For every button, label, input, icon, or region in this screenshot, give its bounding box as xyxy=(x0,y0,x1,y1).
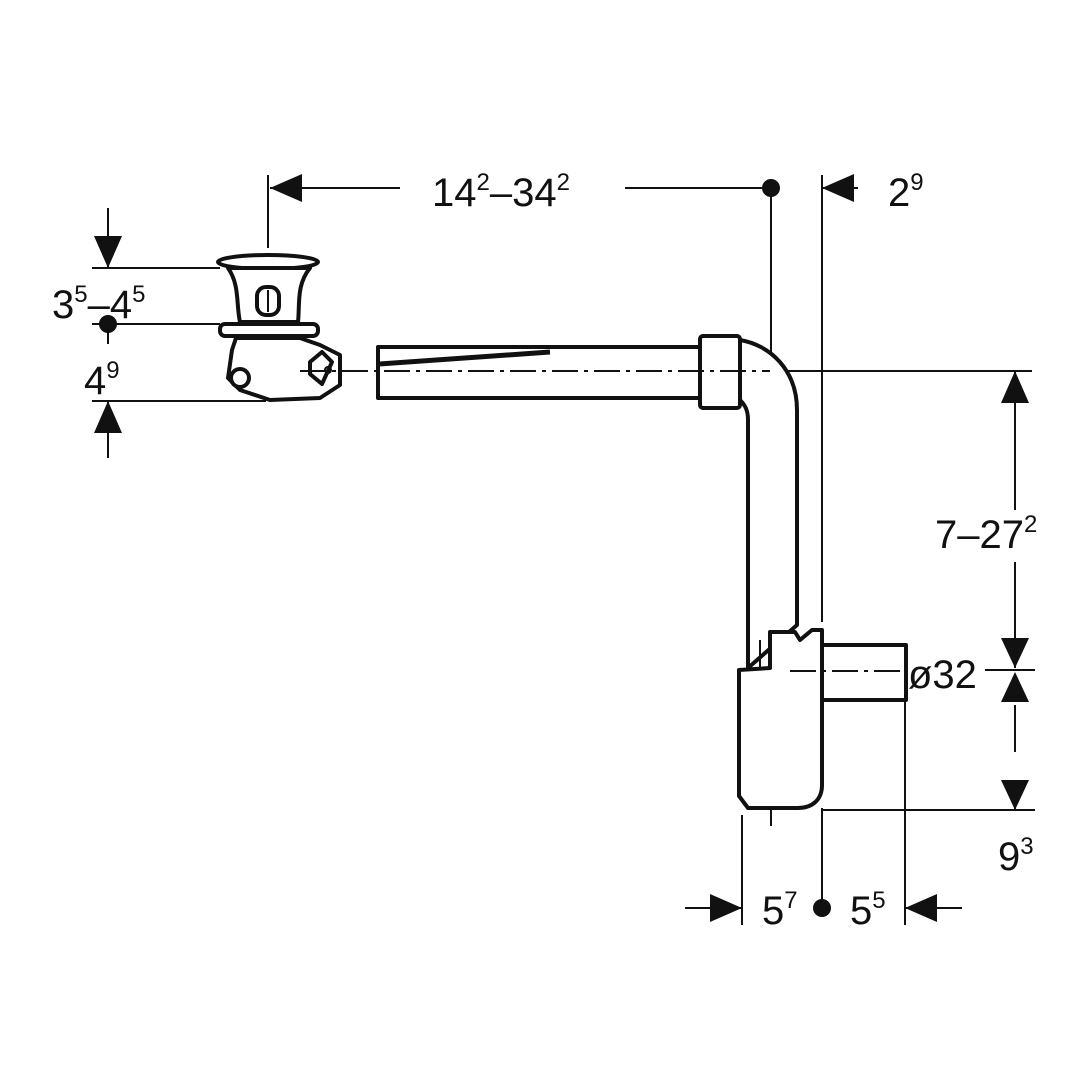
dimension-overall-length: 142–342 xyxy=(270,169,780,215)
dimension-trap-depth: 93 xyxy=(998,705,1034,879)
svg-text:55: 55 xyxy=(850,887,886,933)
dimension-drain-height: 35–45 49 xyxy=(52,208,145,458)
elbow-pipe xyxy=(738,338,799,670)
arrow-left-icon xyxy=(822,174,854,202)
svg-text:35–45: 35–45 xyxy=(52,281,145,327)
dimension-trap-width: 57 55 xyxy=(685,887,962,933)
svg-text:142–342: 142–342 xyxy=(432,169,570,215)
svg-text:93: 93 xyxy=(998,833,1034,879)
extension-lines xyxy=(92,175,1035,925)
overflow-pipe xyxy=(376,334,742,410)
dimension-outlet-diameter: ø32 xyxy=(908,653,977,697)
dimension-dot-icon xyxy=(813,899,831,917)
arrow-up-icon xyxy=(94,401,122,433)
drain-fitting xyxy=(216,253,342,402)
dimension-vertical-range: 7–272 xyxy=(935,371,1037,702)
svg-text:ø32: ø32 xyxy=(908,653,977,697)
arrow-down-icon xyxy=(1001,780,1029,810)
dimension-center-offset: 29 xyxy=(822,169,924,215)
arrow-down-icon xyxy=(1001,638,1029,668)
centerlines xyxy=(300,370,905,672)
arrow-right-icon xyxy=(710,894,742,922)
arrow-left-icon xyxy=(270,174,302,202)
arrow-up-icon xyxy=(1001,371,1029,403)
arrow-up-icon xyxy=(1001,672,1029,702)
svg-text:57: 57 xyxy=(762,887,798,933)
svg-text:49: 49 xyxy=(84,357,120,403)
bottle-trap xyxy=(737,628,908,810)
dimension-dot-icon xyxy=(762,179,780,197)
svg-text:29: 29 xyxy=(888,169,924,215)
arrow-left-icon xyxy=(905,894,937,922)
svg-text:7–272: 7–272 xyxy=(935,511,1037,557)
arrow-down-icon xyxy=(94,236,122,268)
